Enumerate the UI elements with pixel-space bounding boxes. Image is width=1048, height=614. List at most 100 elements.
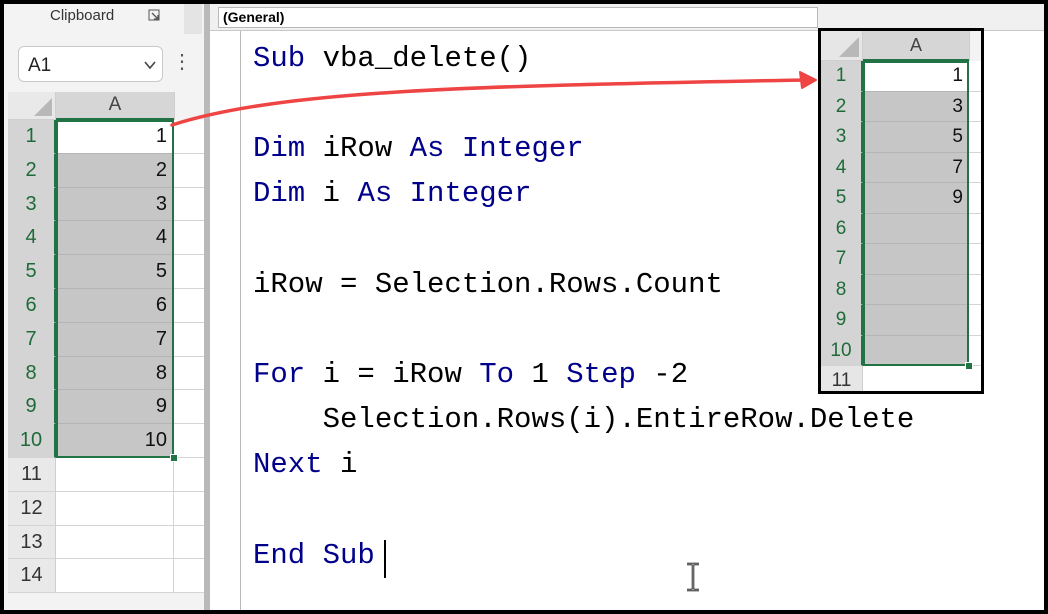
cell[interactable] — [174, 491, 204, 526]
cell[interactable]: 9 — [863, 183, 969, 214]
row-header[interactable]: 2 — [821, 91, 863, 122]
cell[interactable] — [969, 305, 981, 336]
row-header[interactable]: 11 — [8, 458, 56, 492]
cell[interactable] — [174, 424, 204, 458]
cell[interactable]: 3 — [56, 187, 174, 222]
dialog-launcher-icon[interactable] — [148, 9, 161, 22]
cell[interactable] — [174, 390, 204, 425]
row-header[interactable]: 1 — [821, 61, 863, 92]
cell[interactable] — [174, 458, 204, 492]
chevron-down-icon[interactable] — [143, 58, 157, 72]
cell[interactable]: 5 — [56, 255, 174, 289]
row-header[interactable]: 3 — [8, 187, 56, 222]
cell[interactable] — [969, 61, 981, 92]
row-header[interactable]: 5 — [8, 255, 56, 289]
cell[interactable] — [969, 91, 981, 122]
row-header[interactable]: 10 — [8, 424, 56, 458]
cell[interactable] — [174, 289, 204, 323]
row-header[interactable]: 6 — [8, 289, 56, 323]
cell[interactable] — [56, 491, 174, 526]
column-header-b[interactable] — [969, 31, 981, 61]
cell[interactable]: 7 — [863, 152, 969, 183]
code-line-12: End Sub — [253, 539, 375, 573]
cell[interactable] — [863, 366, 969, 391]
more-options-icon[interactable]: ⋮ — [172, 51, 192, 73]
cell[interactable] — [174, 120, 204, 154]
cell[interactable] — [969, 122, 981, 153]
cell[interactable] — [174, 356, 204, 391]
cell[interactable] — [863, 244, 969, 275]
ibeam-cursor-icon — [687, 562, 699, 592]
fill-handle[interactable] — [965, 362, 973, 370]
cell[interactable] — [969, 152, 981, 183]
cell[interactable] — [174, 255, 204, 289]
row-header[interactable]: 10 — [821, 335, 863, 366]
row-header[interactable]: 12 — [8, 491, 56, 526]
cell[interactable]: 1 — [863, 61, 969, 92]
row-header[interactable]: 7 — [8, 322, 56, 357]
cell[interactable]: 1 — [56, 120, 174, 154]
cell[interactable]: 3 — [863, 91, 969, 122]
row-header[interactable]: 6 — [821, 213, 863, 244]
window-divider[interactable] — [204, 4, 210, 610]
cell[interactable] — [863, 305, 969, 336]
row-header[interactable]: 4 — [8, 221, 56, 256]
cell[interactable] — [56, 458, 174, 492]
cell[interactable] — [863, 274, 969, 305]
cell[interactable] — [969, 244, 981, 275]
cell[interactable]: 10 — [56, 424, 174, 458]
row-header[interactable]: 11 — [821, 366, 863, 391]
cell[interactable] — [174, 525, 204, 560]
cell[interactable] — [174, 322, 204, 357]
column-header-b[interactable] — [174, 92, 204, 120]
cell[interactable] — [174, 153, 204, 188]
select-all-button[interactable] — [821, 31, 863, 61]
cell[interactable] — [863, 335, 969, 366]
table-row: 12 — [8, 491, 204, 526]
row-header[interactable]: 14 — [8, 559, 56, 594]
cell[interactable] — [174, 221, 204, 256]
cell[interactable]: 8 — [56, 356, 174, 391]
column-header-a[interactable]: A — [863, 31, 969, 61]
row-header[interactable]: 8 — [8, 356, 56, 391]
cell[interactable]: 4 — [56, 221, 174, 256]
row-header[interactable]: 7 — [821, 244, 863, 275]
ribbon-scrollbar[interactable] — [184, 4, 202, 34]
cell[interactable] — [174, 187, 204, 222]
cell[interactable] — [969, 274, 981, 305]
fill-handle[interactable] — [170, 454, 178, 462]
row-header[interactable]: 5 — [821, 183, 863, 214]
row-header[interactable]: 8 — [821, 274, 863, 305]
cell[interactable] — [969, 366, 981, 391]
code-margin-bar[interactable] — [210, 31, 241, 610]
code-editor[interactable]: Sub vba_delete() Dim iRow As Integer Dim… — [253, 42, 914, 572]
row-header[interactable]: 9 — [8, 390, 56, 425]
cell[interactable]: 2 — [56, 153, 174, 188]
cell[interactable] — [969, 213, 981, 244]
object-dropdown[interactable]: (General) — [218, 7, 818, 28]
cell[interactable]: 6 — [56, 289, 174, 323]
cell[interactable] — [174, 559, 204, 594]
row-header[interactable]: 4 — [821, 152, 863, 183]
row-header[interactable]: 9 — [821, 305, 863, 336]
cell[interactable] — [969, 335, 981, 366]
cell[interactable] — [863, 213, 969, 244]
row-header[interactable]: 1 — [8, 120, 56, 154]
cell[interactable]: 9 — [56, 390, 174, 425]
cell[interactable]: 5 — [863, 122, 969, 153]
row-header[interactable]: 3 — [821, 122, 863, 153]
select-all-button[interactable] — [8, 92, 56, 120]
cell[interactable] — [56, 525, 174, 560]
cell[interactable]: 7 — [56, 322, 174, 357]
row-header[interactable]: 13 — [8, 525, 56, 560]
column-header-a[interactable]: A — [56, 92, 174, 120]
cell[interactable] — [969, 183, 981, 214]
row-header[interactable]: 2 — [8, 153, 56, 188]
code-text — [444, 132, 461, 165]
code-text: 1 — [514, 358, 567, 391]
keyword: Sub — [322, 539, 375, 572]
cell[interactable] — [56, 559, 174, 594]
name-box[interactable]: A1 — [18, 46, 163, 82]
